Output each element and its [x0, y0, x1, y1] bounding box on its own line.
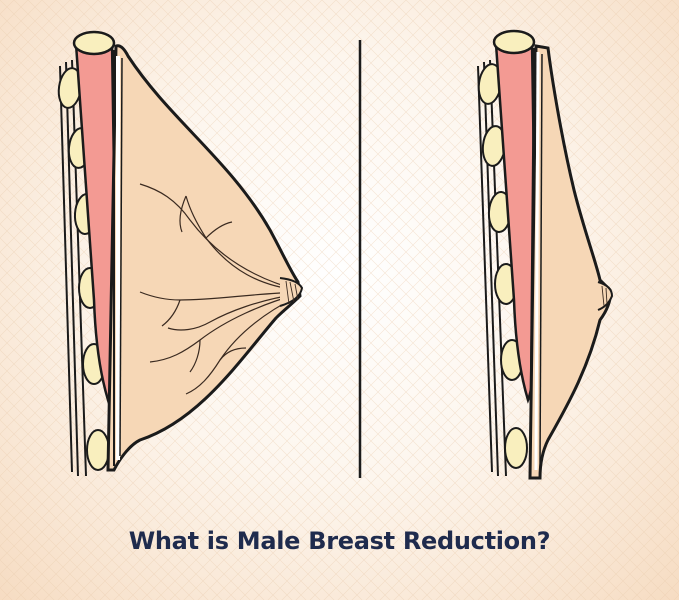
muscle-top-left [72, 30, 116, 56]
before-breast-diagram [57, 30, 304, 477]
fat-lobules-right [477, 63, 528, 469]
nipple-right [597, 281, 614, 311]
nipple-left [279, 277, 304, 307]
after-breast-diagram [477, 29, 614, 480]
chest-wall-lines [59, 59, 87, 477]
caption-title: What is Male Breast Reduction? [128, 527, 551, 555]
breast-tissue-enlarged [106, 44, 302, 472]
muscle-top-right [492, 29, 536, 55]
milk-ducts-left [139, 183, 299, 395]
